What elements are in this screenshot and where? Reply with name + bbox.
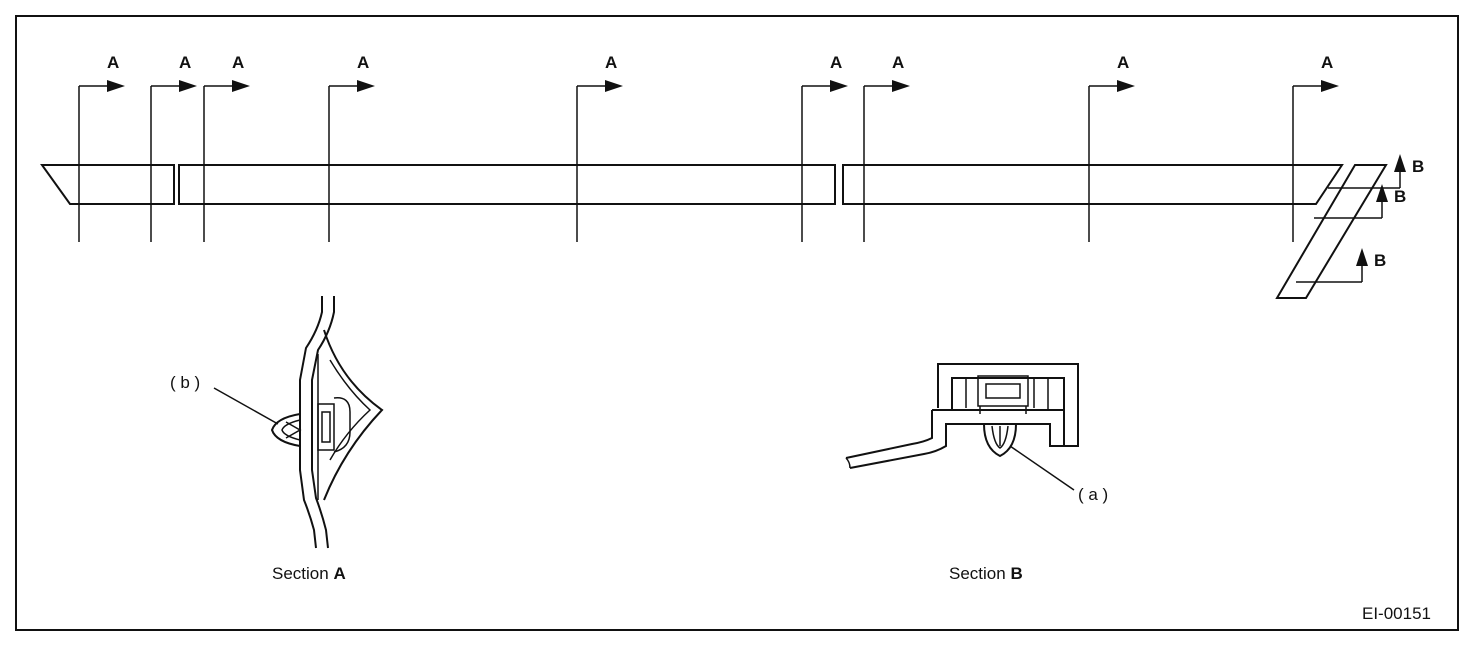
section-a-marker-label: A	[357, 53, 369, 72]
arrow-head-icon	[232, 80, 250, 92]
section-b-marker-label: B	[1394, 187, 1406, 206]
section-a-marker-label: A	[892, 53, 904, 72]
arrow-head-icon	[357, 80, 375, 92]
section-a-cut-marker: A	[1088, 53, 1135, 242]
section-a-cut-marker: A	[863, 53, 910, 242]
arrow-head-icon	[1376, 184, 1388, 202]
section-b-cut-marker: B	[1296, 248, 1386, 283]
section-a-marker-label: A	[107, 53, 119, 72]
section-a-cut-marker: A	[1292, 53, 1339, 242]
section-b-drawing	[845, 363, 1079, 491]
section-a-marker-label: A	[1321, 53, 1333, 72]
section-a-marker-label: A	[232, 53, 244, 72]
section-a-cut-marker: A	[328, 53, 375, 242]
section-a-cut-marker: A	[150, 53, 197, 242]
section-b-marker-label: B	[1374, 251, 1386, 270]
section-a-marker-label: A	[1117, 53, 1129, 72]
arrow-head-icon	[1356, 248, 1368, 266]
callout-a-label: ( a )	[1078, 485, 1108, 504]
arrow-head-icon	[1394, 154, 1406, 172]
arrow-head-icon	[605, 80, 623, 92]
section-b-marker-label: B	[1412, 157, 1424, 176]
arrow-head-icon	[1117, 80, 1135, 92]
arrow-head-icon	[107, 80, 125, 92]
section-a-marker-label: A	[605, 53, 617, 72]
section-a-cut-marker: A	[576, 53, 623, 242]
section-a-marker-label: A	[179, 53, 191, 72]
arrow-head-icon	[1321, 80, 1339, 92]
figure-code: EI-00151	[1362, 604, 1431, 623]
moulding-end-piece	[1275, 164, 1388, 299]
section-a-drawing	[213, 296, 384, 549]
section-b-title: Section B	[949, 564, 1023, 583]
section-a-title: Section A	[272, 564, 346, 583]
callout-b-label: ( b )	[170, 373, 200, 392]
section-a-cut-marker: A	[801, 53, 848, 242]
moulding-segment-right	[842, 164, 1344, 205]
diagram-frame	[15, 15, 1459, 631]
arrow-head-icon	[830, 80, 848, 92]
moulding-segment-middle	[178, 164, 836, 205]
section-a-cut-marker: A	[203, 53, 250, 242]
moulding-segment-left	[40, 164, 175, 205]
arrow-head-icon	[179, 80, 197, 92]
section-b-cut-marker: B	[1328, 154, 1424, 189]
section-b-cut-marker: B	[1314, 184, 1406, 219]
section-b-markers: BBB	[1296, 154, 1424, 283]
arrow-head-icon	[892, 80, 910, 92]
section-a-cut-marker: A	[78, 53, 125, 242]
section-a-marker-label: A	[830, 53, 842, 72]
